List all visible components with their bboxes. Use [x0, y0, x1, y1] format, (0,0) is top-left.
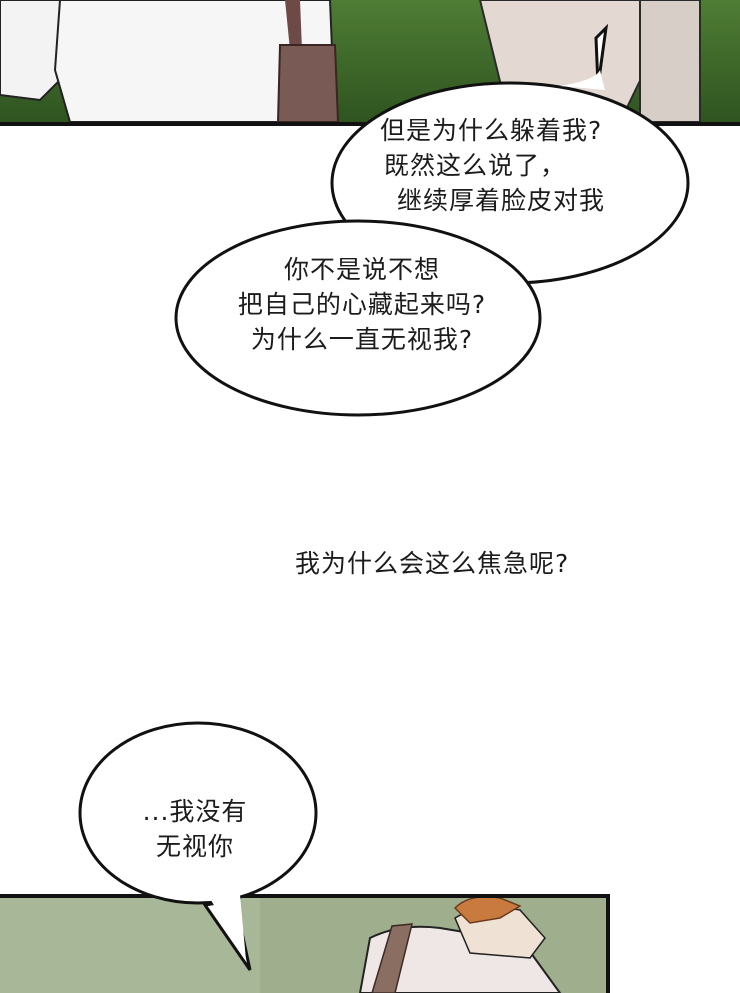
arm-right — [639, 0, 701, 122]
bubble-1-line-2: 既然这么说了， — [384, 151, 567, 180]
bubble-1-line-1: 但是为什么躲着我? — [380, 116, 603, 145]
bag — [276, 44, 340, 122]
bubble-2-outline — [174, 219, 542, 417]
bag-strap — [371, 923, 413, 993]
bubble-3-outline — [78, 721, 318, 905]
bubble-2-line-2: 把自己的心藏起来吗? — [237, 290, 487, 319]
bubble-1-tail — [594, 23, 609, 87]
bubble-2-line-3: 为什么一直无视我? — [250, 325, 474, 354]
shirt-left — [53, 0, 337, 122]
bag-strap — [285, 0, 302, 50]
narration-text: 我为什么会这么焦急呢? — [295, 549, 570, 578]
bubble-2-line-1: 你不是说不想 — [283, 255, 440, 284]
bubble-1-line-3: 继续厚着脸皮对我 — [397, 186, 606, 215]
bubble-3-line-2: 无视你 — [155, 832, 234, 861]
speech-bubble-3: ...我没有 无视你 — [110, 794, 280, 864]
speech-bubble-2: 你不是说不想 把自己的心藏起来吗? 为什么一直无视我? — [212, 252, 512, 357]
speech-bubble-1: 但是为什么躲着我? 既然这么说了， 继续厚着脸皮对我 — [380, 113, 605, 218]
character-hair — [453, 898, 522, 924]
bubble-3-line-1: ...我没有 — [142, 797, 248, 826]
